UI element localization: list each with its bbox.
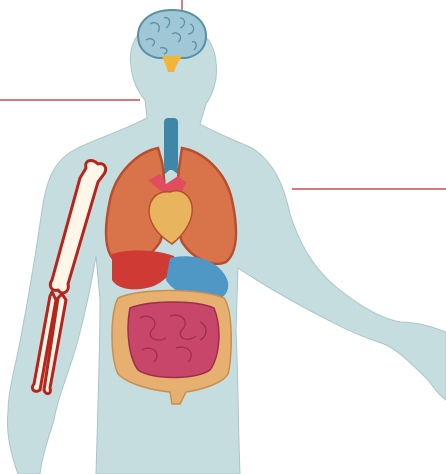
small-intestine bbox=[128, 302, 219, 378]
trachea-tube bbox=[164, 118, 178, 170]
